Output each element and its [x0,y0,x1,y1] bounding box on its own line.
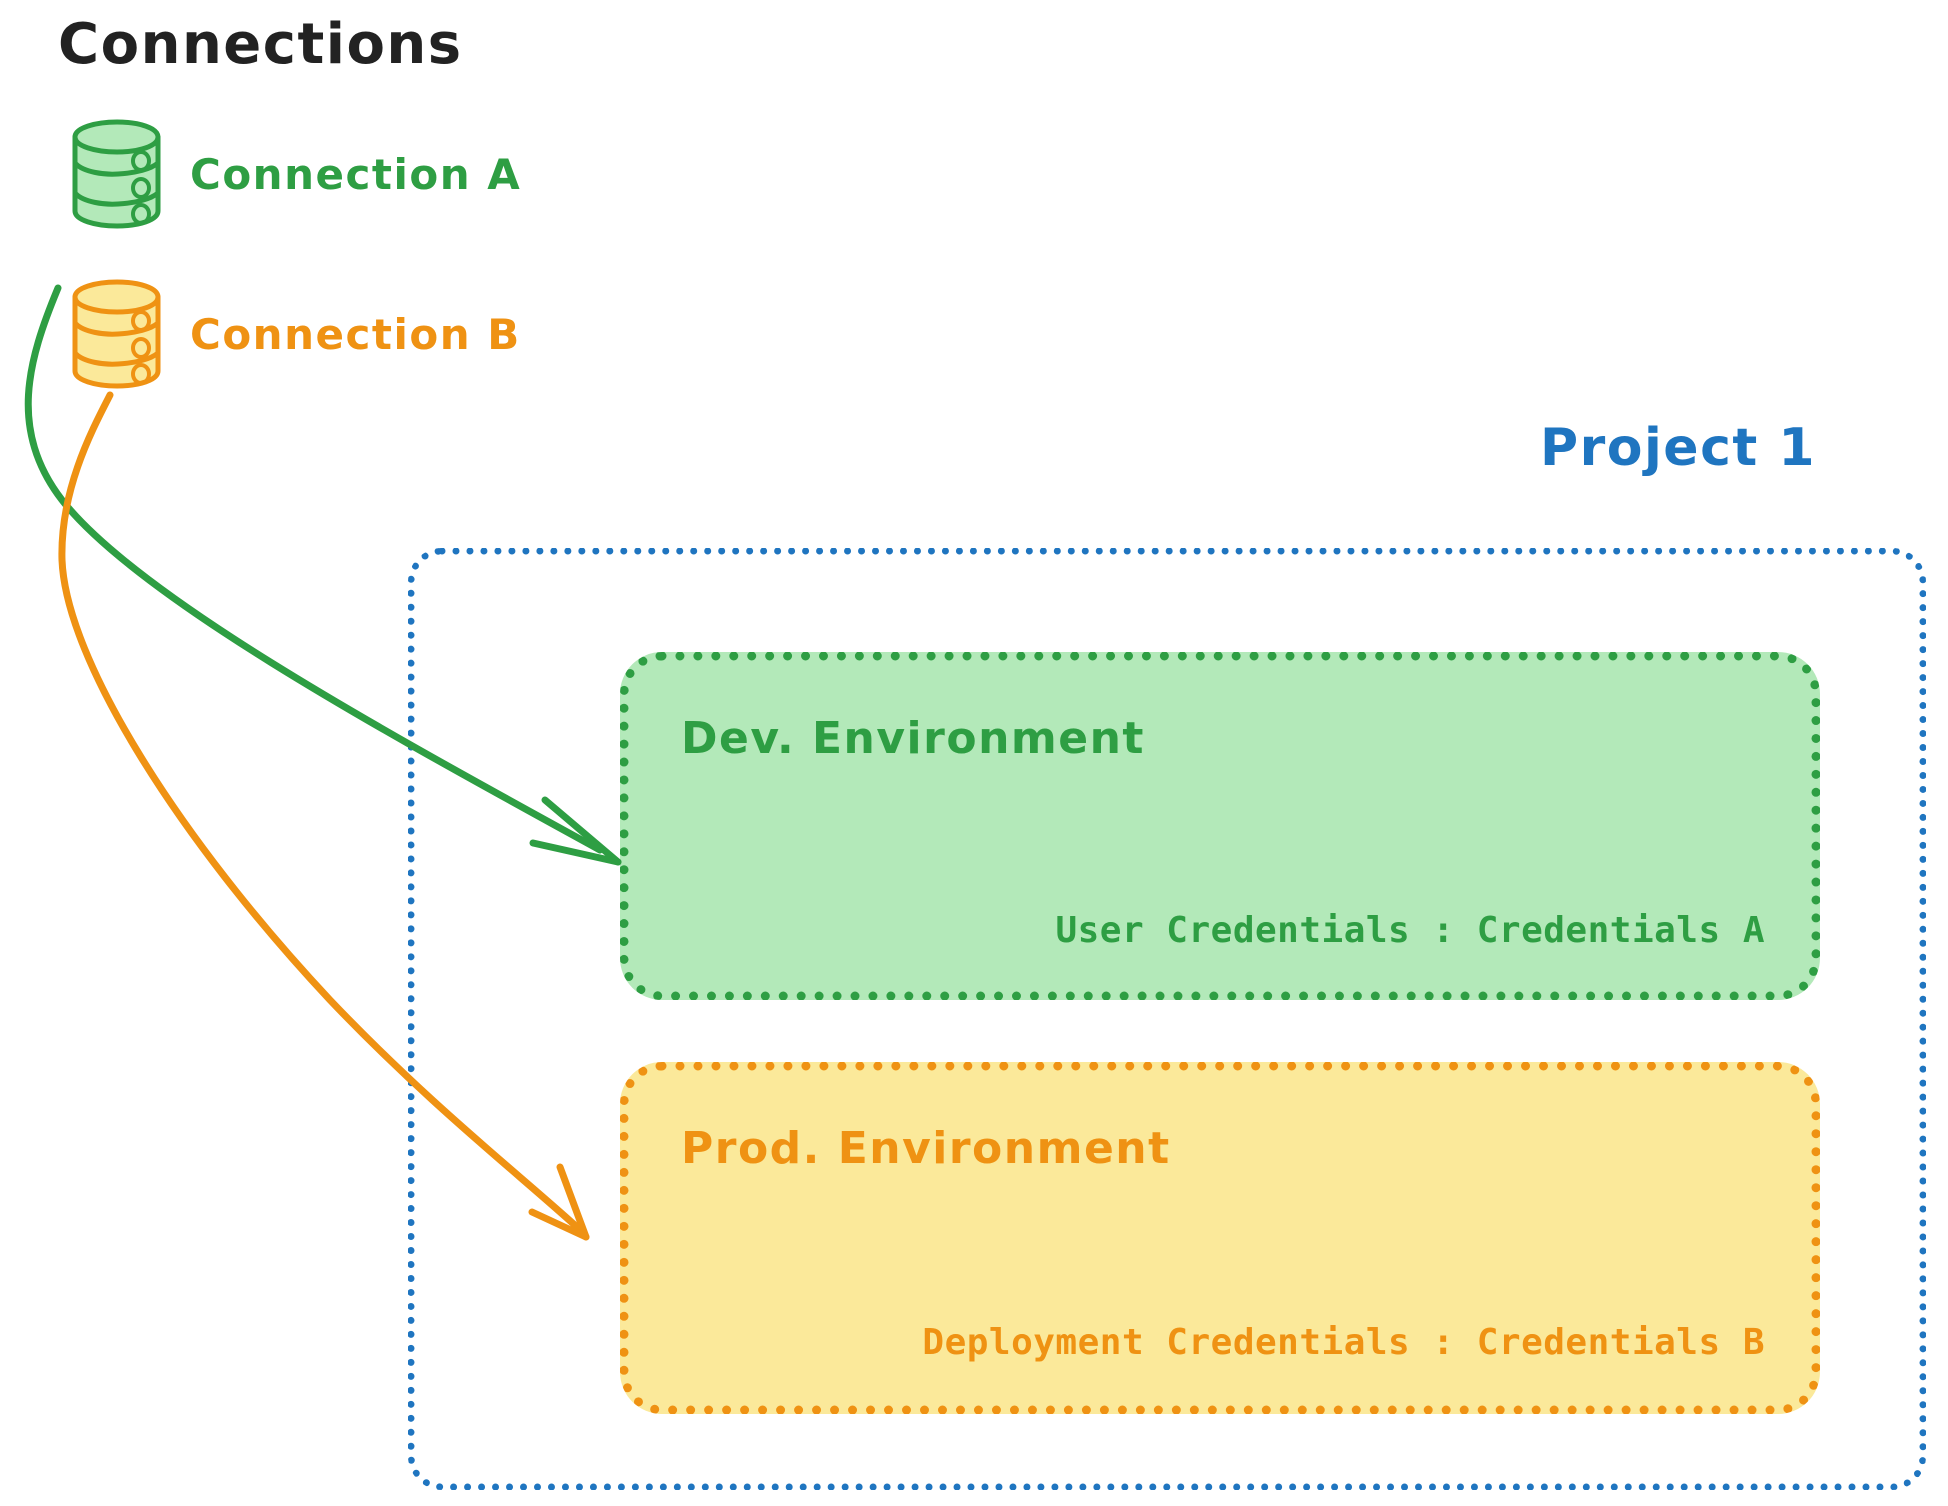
dev-environment-credentials: User Credentials : Credentials A [1055,910,1765,951]
prod-environment-credentials: Deployment Credentials : Credentials B [922,1322,1765,1363]
database-icon [68,118,164,230]
project-title: Project 1 [1540,418,1817,478]
connection-item-a[interactable]: Connection A [68,118,521,230]
page-title: Connections [58,12,463,77]
dev-environment-title: Dev. Environment [681,713,1145,764]
connection-label-a: Connection A [190,149,522,199]
dev-environment-box[interactable]: Dev. Environment User Credentials : Cred… [620,652,1820,1000]
connection-item-b[interactable]: Connection B [68,278,521,390]
connection-label-b: Connection B [190,309,521,359]
database-icon [68,278,164,390]
prod-environment-title: Prod. Environment [681,1123,1171,1174]
prod-environment-box[interactable]: Prod. Environment Deployment Credentials… [620,1062,1820,1414]
